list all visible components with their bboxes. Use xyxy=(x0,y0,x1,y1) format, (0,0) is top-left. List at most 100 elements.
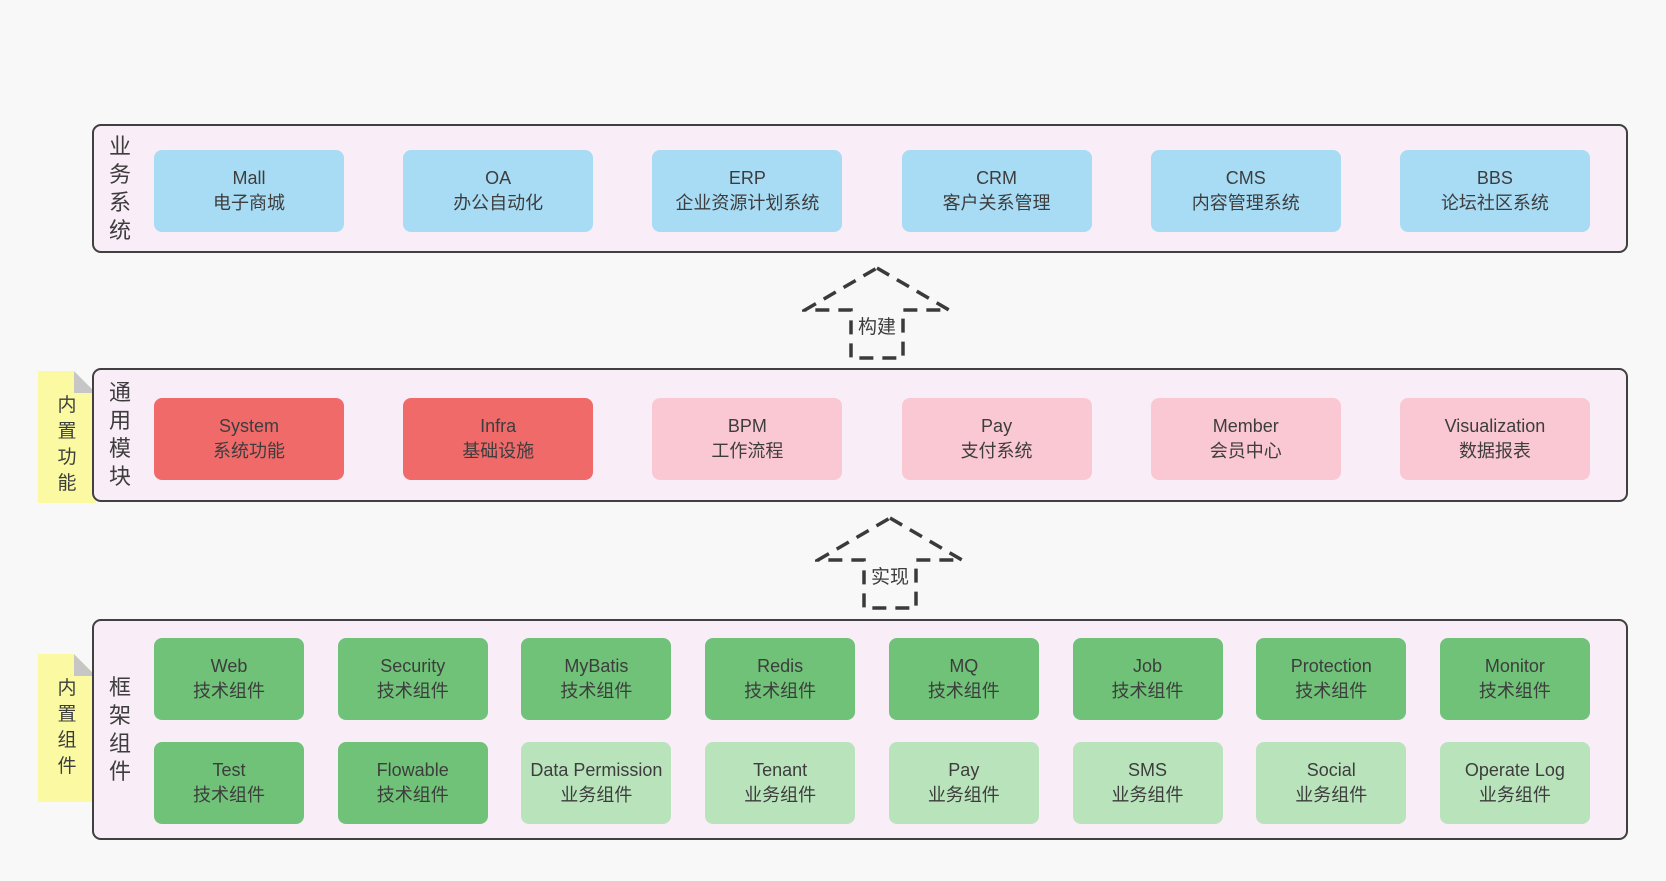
box-visualization: Visualization 数据报表 xyxy=(1399,398,1590,480)
sticky-note-built-in-features: 内置功能 xyxy=(38,371,96,503)
box-subtitle: 论坛社区系统 xyxy=(1440,193,1549,213)
box-title: System xyxy=(218,416,279,436)
sticky-note-built-in-components: 内置组件 xyxy=(38,654,96,802)
dashed-up-arrow-shape xyxy=(815,515,965,610)
box-subtitle: 数据报表 xyxy=(1458,441,1531,461)
box-title: MyBatis xyxy=(564,656,629,676)
box-title: Social xyxy=(1306,760,1356,780)
box-mybatis: MyBatis 技术组件 xyxy=(521,638,672,720)
box-monitor: Monitor 技术组件 xyxy=(1439,638,1590,720)
box-title: Data Permission xyxy=(530,760,663,780)
modules-boxes-row: System 系统功能 Infra 基础设施 BPM 工作流程 Pay 支付系统 Member 会… xyxy=(154,398,1590,480)
box-sms: SMS 业务组件 xyxy=(1072,742,1223,824)
up-arrow-build: 构建 xyxy=(802,264,952,360)
box-mall: Mall 电子商城 xyxy=(154,150,344,232)
box-subtitle: 技术组件 xyxy=(376,785,449,805)
box-subtitle: 业务组件 xyxy=(560,785,633,805)
box-subtitle: 工作流程 xyxy=(711,441,784,461)
box-subtitle: 技术组件 xyxy=(1295,681,1368,701)
box-flowable: Flowable 技术组件 xyxy=(337,742,488,824)
layer-side-label: 通用模块 xyxy=(108,380,131,489)
box-subtitle: 技术组件 xyxy=(193,785,265,805)
box-subtitle: 业务组件 xyxy=(1295,785,1368,805)
box-subtitle: 系统功能 xyxy=(213,441,285,461)
box-title: Web xyxy=(210,656,248,676)
box-subtitle: 支付系统 xyxy=(960,441,1033,461)
box-title: Operate Log xyxy=(1464,760,1565,780)
box-oa: OA 办公自动化 xyxy=(403,150,594,232)
box-subtitle: 会员中心 xyxy=(1209,441,1282,461)
sticky-label: 内置功能 xyxy=(57,395,77,494)
box-title: ERP xyxy=(728,168,766,188)
arrow-label: 实现 xyxy=(867,566,913,590)
box-job: Job 技术组件 xyxy=(1072,638,1223,720)
business-boxes-row: Mall 电子商城 OA 办公自动化 ERP 企业资源计划系统 CRM 客户关系管理 CMS 内容… xyxy=(154,150,1590,232)
box-title: Mall xyxy=(232,168,266,188)
box-title: OA xyxy=(485,168,512,188)
box-subtitle: 技术组件 xyxy=(193,681,265,701)
box-title: Tenant xyxy=(753,760,808,780)
box-subtitle: 技术组件 xyxy=(1478,681,1551,701)
box-bpm: BPM 工作流程 xyxy=(652,398,843,480)
box-title: Protection xyxy=(1290,656,1372,676)
box-title: Security xyxy=(380,656,446,676)
box-title: Flowable xyxy=(376,760,449,780)
box-pay: Pay 业务组件 xyxy=(888,742,1039,824)
box-crm: CRM 客户关系管理 xyxy=(901,150,1092,232)
box-subtitle: 基础设施 xyxy=(462,441,535,461)
box-subtitle: 技术组件 xyxy=(744,681,817,701)
box-operate-log: Operate Log 业务组件 xyxy=(1439,742,1590,824)
box-erp: ERP 企业资源计划系统 xyxy=(652,150,843,232)
box-subtitle: 技术组件 xyxy=(927,681,1000,701)
box-title: Member xyxy=(1212,416,1279,436)
box-title: Infra xyxy=(480,416,517,436)
box-subtitle: 办公自动化 xyxy=(453,193,544,213)
box-title: Monitor xyxy=(1484,656,1545,676)
box-title: CMS xyxy=(1225,168,1266,188)
box-subtitle: 技术组件 xyxy=(1111,681,1184,701)
box-system: System 系统功能 xyxy=(154,398,344,480)
box-title: Job xyxy=(1133,656,1163,676)
box-subtitle: 技术组件 xyxy=(376,681,449,701)
box-title: Pay xyxy=(948,760,980,780)
box-subtitle: 技术组件 xyxy=(560,681,633,701)
box-title: BPM xyxy=(727,416,767,436)
box-title: CRM xyxy=(976,168,1018,188)
layer-side-label: 框架组件 xyxy=(108,674,131,784)
up-arrow-implement: 实现 xyxy=(815,514,965,610)
box-title: BBS xyxy=(1476,168,1513,188)
layer-business-systems: 业务系统 Mall 电子商城 OA 办公自动化 ERP 企业资源计划系统 CRM 客户关系管理… xyxy=(92,124,1628,253)
box-title: Visualization xyxy=(1444,416,1546,436)
box-pay: Pay 支付系统 xyxy=(901,398,1092,480)
box-subtitle: 内容管理系统 xyxy=(1191,193,1300,213)
box-title: Redis xyxy=(757,656,804,676)
box-subtitle: 业务组件 xyxy=(927,785,1000,805)
box-security: Security 技术组件 xyxy=(337,638,488,720)
box-title: Test xyxy=(212,760,246,780)
layer-side-label: 业务系统 xyxy=(108,133,131,243)
box-social: Social 业务组件 xyxy=(1256,742,1407,824)
box-title: Pay xyxy=(981,416,1013,436)
box-cms: CMS 内容管理系统 xyxy=(1150,150,1341,232)
box-bbs: BBS 论坛社区系统 xyxy=(1399,150,1590,232)
box-infra: Infra 基础设施 xyxy=(403,398,594,480)
layer-framework-components: 框架组件 Web 技术组件 Security 技术组件 MyBatis 技术组件 Redis… xyxy=(92,619,1628,840)
sticky-label: 内置组件 xyxy=(57,678,77,777)
box-subtitle: 业务组件 xyxy=(1478,785,1551,805)
box-subtitle: 客户关系管理 xyxy=(942,193,1051,213)
box-title: SMS xyxy=(1128,760,1168,780)
dashed-up-arrow-shape xyxy=(802,265,952,360)
box-web: Web 技术组件 xyxy=(154,638,304,720)
box-protection: Protection 技术组件 xyxy=(1256,638,1407,720)
arrow-label: 构建 xyxy=(854,316,900,340)
box-subtitle: 电子商城 xyxy=(213,193,285,213)
box-subtitle: 企业资源计划系统 xyxy=(675,193,820,213)
layer-common-modules: 通用模块 System 系统功能 Infra 基础设施 BPM 工作流程 Pay 支付系统 Me… xyxy=(92,368,1628,502)
box-subtitle: 业务组件 xyxy=(744,785,817,805)
box-subtitle: 业务组件 xyxy=(1111,785,1184,805)
framework-boxes-row-2: Test 技术组件 Flowable 技术组件 Data Permission 业务组件 T… xyxy=(154,742,1590,824)
box-test: Test 技术组件 xyxy=(154,742,304,824)
